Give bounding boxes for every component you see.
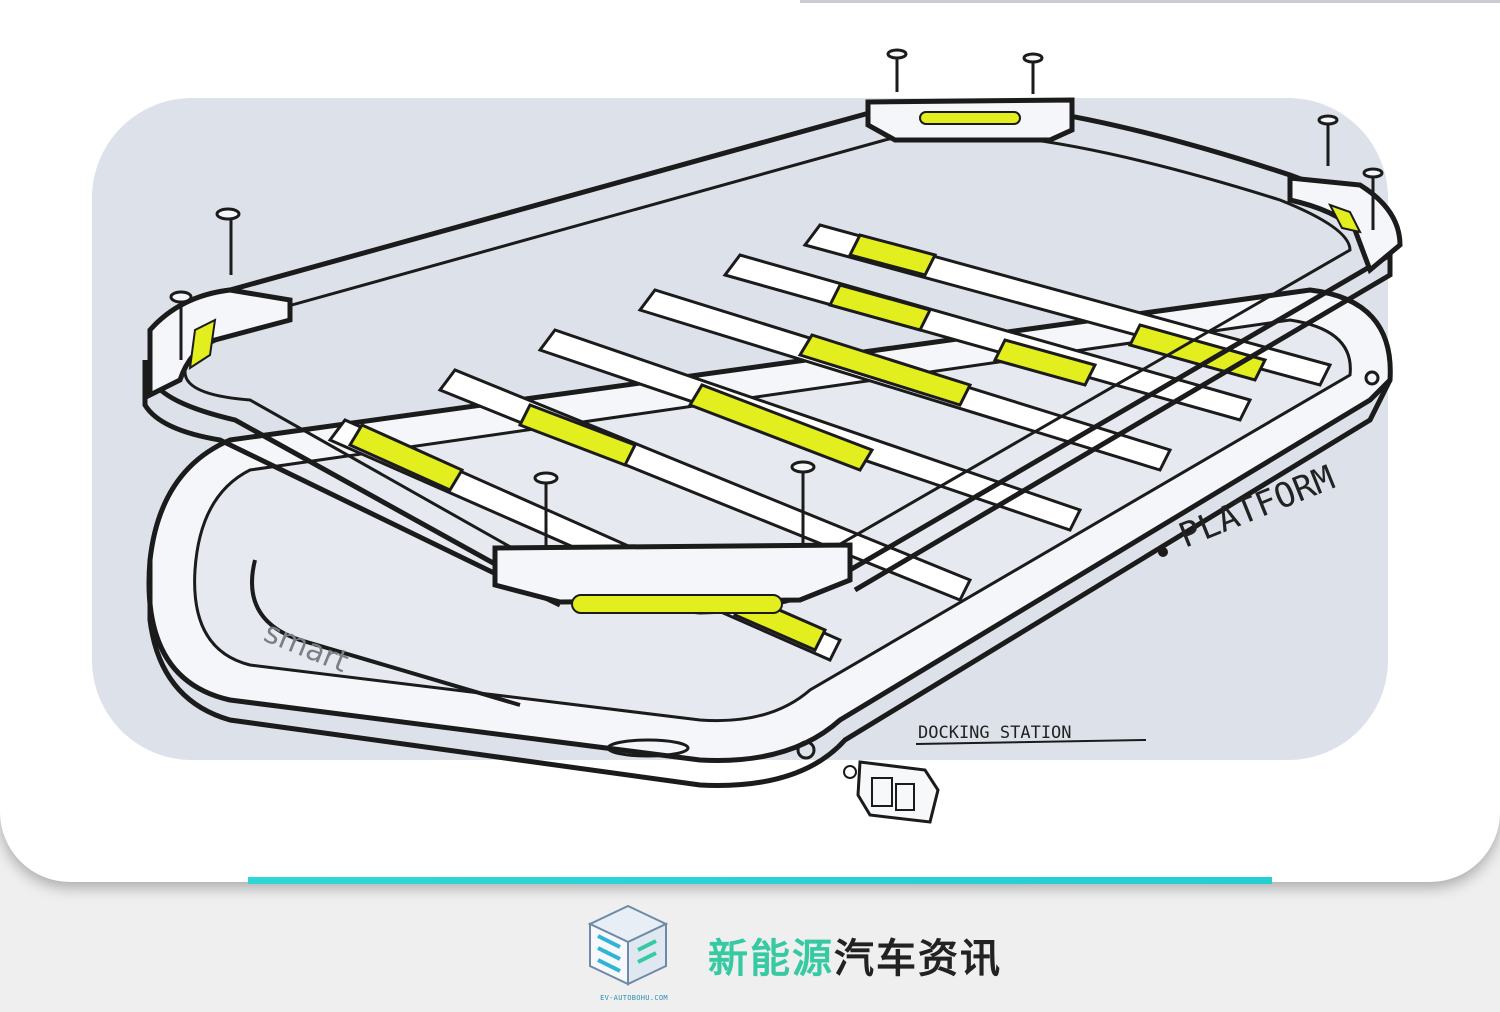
content-card: smart bbox=[0, 0, 1500, 882]
footer: EV-AUTOBOHU.COM 新能源汽车资讯 bbox=[0, 890, 1500, 1012]
top-divider-line bbox=[800, 0, 1500, 3]
brand-part1: 新能源 bbox=[708, 936, 834, 982]
logo-url: EV-AUTOBOHU.COM bbox=[600, 994, 668, 1002]
platform-bullet bbox=[1158, 547, 1168, 557]
docking-station-label: DOCKING STATION bbox=[918, 723, 1072, 743]
cross-bars bbox=[327, 223, 1333, 662]
cube-logo-icon bbox=[587, 904, 669, 986]
docking-clip bbox=[843, 760, 940, 824]
accent-divider-bar bbox=[248, 877, 1272, 884]
mounting-bolts bbox=[169, 48, 1384, 548]
docking-underline bbox=[915, 739, 1147, 745]
brand-part2: 汽车资讯 bbox=[834, 936, 1002, 982]
roof-rack-sketch: smart bbox=[142, 48, 1403, 824]
brand-title: 新能源汽车资讯 bbox=[708, 926, 1002, 984]
upper-rail-frame bbox=[142, 97, 1403, 615]
